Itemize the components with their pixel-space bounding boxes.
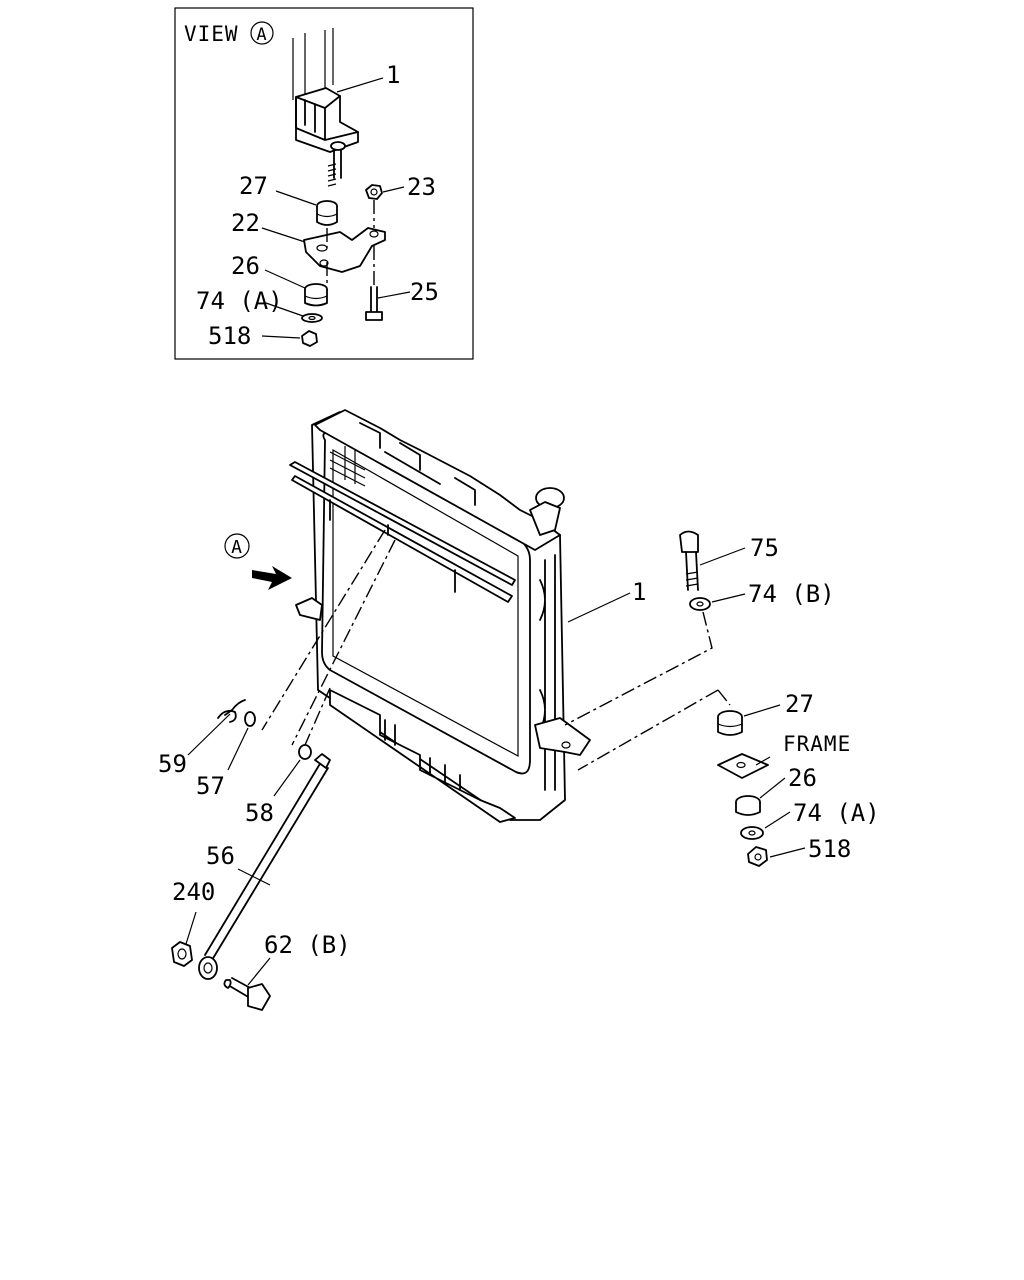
frame-plate bbox=[717, 753, 769, 779]
bolt-75-head bbox=[679, 530, 699, 553]
bottom-tank-detail bbox=[384, 719, 461, 791]
radiator-core-inner bbox=[332, 448, 519, 758]
label-m-56: 56 bbox=[206, 842, 235, 870]
stay-rod-top-end bbox=[314, 753, 331, 769]
grille-fins bbox=[329, 446, 366, 487]
stay-rod-56 bbox=[204, 761, 329, 961]
frame-rails bbox=[292, 28, 334, 100]
plate-22 bbox=[303, 227, 386, 273]
view-title: VIEW bbox=[184, 22, 239, 46]
stay-rod-eye bbox=[198, 956, 218, 980]
label-m-57: 57 bbox=[196, 772, 225, 800]
washer-57 bbox=[244, 711, 256, 727]
label-m-74a: 74 (A) bbox=[793, 799, 880, 827]
bracket-hole bbox=[330, 141, 346, 151]
radiator-assembly bbox=[289, 409, 591, 823]
nut-23 bbox=[365, 184, 383, 200]
washer-74a bbox=[301, 313, 323, 323]
label-m-59: 59 bbox=[158, 750, 187, 778]
inset-axis-lines bbox=[326, 200, 375, 285]
label-m-58: 58 bbox=[245, 799, 274, 827]
label-m-26: 26 bbox=[788, 764, 817, 792]
bottom-tank bbox=[329, 689, 516, 823]
mount-axis-lines bbox=[564, 611, 731, 771]
label-v-27: 27 bbox=[239, 172, 268, 200]
view-a-inset: VIEW A bbox=[174, 7, 474, 360]
upper-bracket-detail bbox=[295, 95, 359, 141]
label-m-74b: 74 (B) bbox=[748, 580, 835, 608]
label-v-26: 26 bbox=[231, 252, 260, 280]
view-marker-letter: A bbox=[256, 25, 267, 45]
label-m-518: 518 bbox=[808, 835, 851, 863]
filler-neck bbox=[529, 501, 561, 536]
view-marker-circle bbox=[250, 21, 274, 45]
label-m-75: 75 bbox=[750, 534, 779, 562]
cushion-27-body bbox=[316, 206, 338, 226]
label-v-22: 22 bbox=[231, 209, 260, 237]
cross-member-studs bbox=[329, 499, 456, 593]
view-a-callout: A bbox=[224, 533, 292, 590]
main-leader-lines bbox=[185, 547, 806, 986]
cushion-26-body bbox=[304, 289, 328, 307]
view-marker-letter-main: A bbox=[231, 537, 243, 558]
label-v-518: 518 bbox=[208, 322, 251, 350]
stay-axis-lines bbox=[261, 529, 396, 746]
washer-58 bbox=[298, 744, 312, 760]
top-tank-detail bbox=[359, 422, 476, 506]
inset-leaders bbox=[261, 77, 411, 339]
stud-thread bbox=[327, 163, 337, 187]
view-marker-circle-main bbox=[224, 533, 250, 559]
label-m-62b: 62 (B) bbox=[264, 931, 351, 959]
label-v-1: 1 bbox=[386, 61, 400, 89]
label-v-25: 25 bbox=[410, 278, 439, 306]
label-v-23: 23 bbox=[407, 173, 436, 201]
washer-74b bbox=[689, 597, 711, 611]
label-m-27: 27 bbox=[785, 690, 814, 718]
label-v-74a: 74 (A) bbox=[196, 287, 283, 315]
washer-74a-main bbox=[740, 826, 764, 840]
cross-member bbox=[289, 461, 516, 586]
left-bracket bbox=[295, 597, 323, 621]
clip-59 bbox=[217, 699, 246, 723]
view-arrow-icon bbox=[252, 566, 292, 590]
right-mount-hardware bbox=[564, 530, 769, 867]
side-mount-bracket bbox=[534, 717, 591, 756]
label-m-240: 240 bbox=[172, 878, 215, 906]
label-m-frame: FRAME bbox=[783, 732, 851, 756]
bolt-25 bbox=[370, 286, 378, 313]
nut-518-main bbox=[747, 846, 768, 867]
cushion-26-main bbox=[735, 802, 761, 816]
label-m-1: 1 bbox=[632, 578, 646, 606]
top-tank bbox=[314, 409, 561, 551]
right-tank bbox=[539, 554, 556, 791]
nut-518 bbox=[301, 330, 318, 347]
nut-240 bbox=[171, 941, 193, 967]
stay-hardware bbox=[171, 529, 396, 1011]
bolt-62b-head bbox=[247, 983, 271, 1011]
inset-frame bbox=[174, 7, 474, 360]
